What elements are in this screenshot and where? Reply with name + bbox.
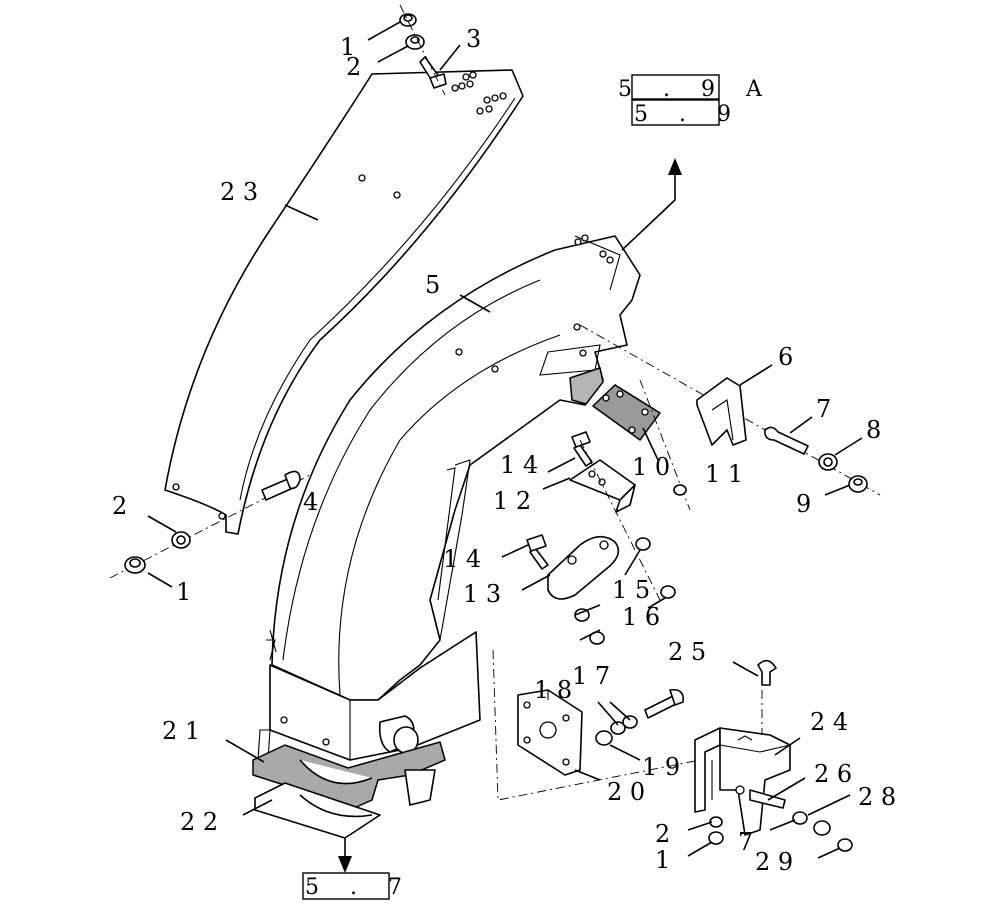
callout-1-bottom: 1: [655, 846, 670, 874]
plate-20: [492, 649, 701, 801]
callout-28: 2 8: [858, 783, 896, 811]
callout-21: 2 1: [162, 717, 200, 745]
leader-lines: [147, 21, 863, 873]
callout-20: 2 0: [607, 778, 645, 806]
callout-23: 2 3: [220, 178, 258, 206]
ref-5-7: 5 . 7: [305, 875, 414, 900]
callout-14-upper: 1 4: [500, 451, 538, 479]
callout-4: 4: [303, 488, 318, 516]
fasteners-top: [399, 4, 447, 96]
chute-body-5: [257, 234, 641, 761]
callout-14-lower: 1 4: [443, 545, 481, 573]
callout-10: 1 0: [632, 453, 670, 481]
callout-1: 1: [340, 33, 355, 61]
callout-2-left: 2: [112, 492, 127, 520]
callout-2-bottom: 2: [655, 820, 670, 848]
bracket-12: [569, 431, 661, 601]
callout-18: 1 8: [534, 676, 572, 704]
ref-5-9A: 5 . 9 A: [618, 77, 774, 102]
callout-9: 9: [796, 490, 811, 518]
ref-5-9: 5 . 9: [634, 102, 743, 127]
callout-6: 6: [778, 343, 793, 371]
reference-box-bottom: 5 . 7: [302, 872, 414, 900]
callout-3: 3: [466, 25, 481, 53]
plate-10: [591, 379, 691, 511]
callout-15: 1 5: [612, 576, 650, 604]
callout-29: 2 9: [755, 848, 793, 876]
callout-11: 1 1: [705, 460, 743, 488]
callout-24: 2 4: [810, 708, 848, 736]
callout-8: 8: [866, 416, 881, 444]
gasket-21: [252, 741, 446, 813]
reference-box-top: 5 . 9 A 5 . 9: [618, 74, 774, 127]
callout-labels: 1 2 3 2 3 5 2 4 1 6 7 8 9 1 0 1 1 1 4 1 …: [112, 25, 896, 876]
callout-12: 1 2: [493, 487, 531, 515]
callout-7: 7: [816, 395, 831, 423]
callout-26: 2 6: [814, 760, 852, 788]
panel-23: [164, 69, 524, 535]
bracket-24: [694, 659, 853, 852]
callout-17: 1 7: [572, 662, 610, 690]
fasteners-left: [109, 470, 311, 579]
callout-1-left: 1: [176, 578, 191, 606]
callout-22: 2 2: [180, 808, 218, 836]
bracket-6: [579, 324, 881, 496]
callout-27: 7: [738, 828, 753, 856]
callout-2: 2: [346, 53, 361, 81]
callout-19: 1 9: [642, 753, 680, 781]
callout-13: 1 3: [463, 580, 501, 608]
callout-25: 2 5: [668, 638, 706, 666]
callout-5: 5: [425, 271, 440, 299]
callout-16: 1 6: [622, 603, 660, 631]
